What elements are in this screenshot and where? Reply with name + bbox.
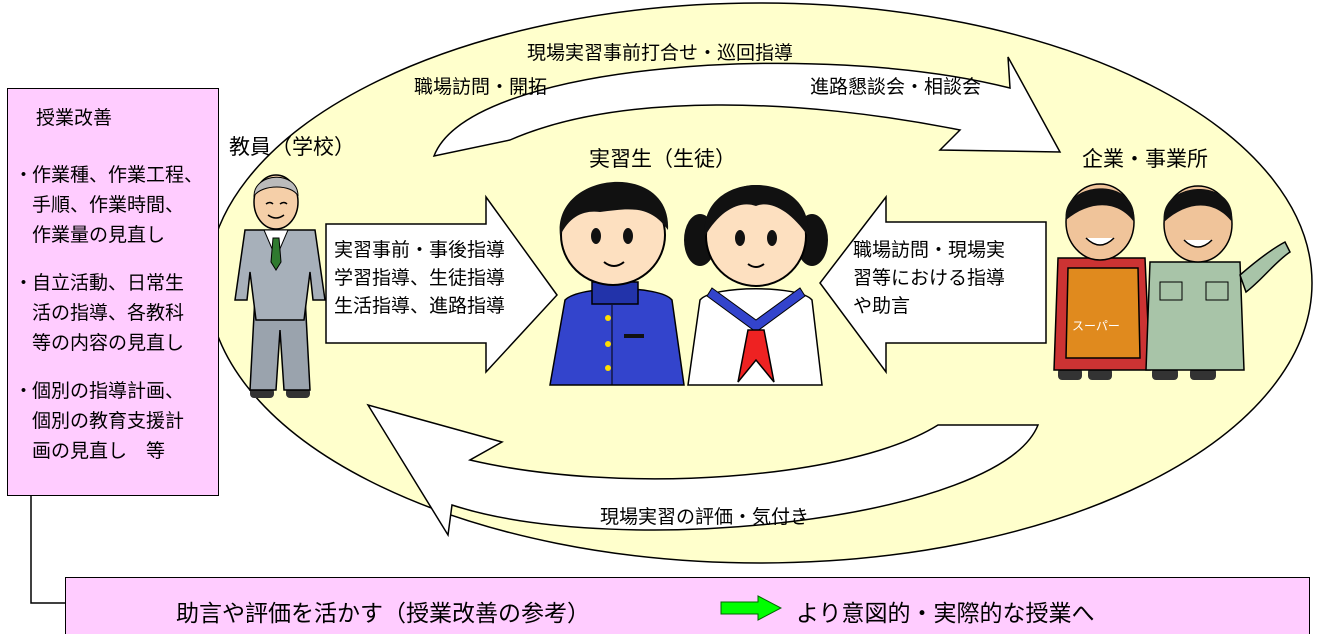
improvement-item: ・ 自立活動、日常生 活の指導、各教科 等の内容の見直し	[14, 268, 218, 358]
improvement-line: 手順、作業時間、	[32, 194, 185, 216]
shop-worker-figure: スーパー	[1053, 183, 1151, 380]
girl-student-figure	[684, 185, 828, 386]
right-arrow-line: 職場訪問・現場実	[853, 239, 1006, 261]
right-block-arrow	[819, 194, 1047, 375]
improvement-line: 個別の教育支援計	[32, 410, 185, 432]
improvement-line: 画の見直し 等	[32, 440, 166, 462]
bullet: ・	[14, 272, 34, 294]
top-arrow-label: 現場実習事前打合せ・巡回指導	[527, 42, 794, 64]
left-arrow-line: 学習指導、生徒指導	[334, 267, 506, 289]
left-arrow-line: 実習事前・事後指導	[334, 239, 506, 261]
boy-student-figure	[549, 181, 685, 386]
top-arrow-right-label: 進路懇談会・相談会	[810, 76, 982, 98]
footer-right-text: より意図的・実際的な授業へ	[796, 601, 1095, 627]
teacher-figure	[234, 174, 326, 398]
left-arrow-line: 生活指導、進路指導	[334, 295, 506, 317]
connector-line	[30, 496, 65, 604]
footer-left-text: 助言や評価を活かす（授業改善の参考）	[176, 601, 590, 627]
bottom-arrow-label: 現場実習の評価・気付き	[600, 506, 810, 528]
top-curved-arrow	[432, 56, 1062, 158]
improvement-line: 作業量の見直し	[32, 224, 166, 246]
improvement-line: 作業種、作業工程、	[32, 164, 204, 186]
factory-worker-figure	[1145, 185, 1291, 380]
green-right-arrow-icon	[720, 595, 782, 621]
apron-text: スーパー	[1072, 319, 1120, 333]
top-arrow-left-label: 職場訪問・開拓	[414, 76, 548, 98]
right-arrow-text: 職場訪問・現場実 習等における指導 や助言	[853, 236, 1005, 320]
bottom-curved-arrow	[366, 403, 1040, 538]
teacher-label: 教員（学校）	[229, 135, 355, 159]
company-label: 企業・事業所	[1082, 147, 1208, 171]
students-label: 実習生（生徒）	[589, 147, 736, 171]
improvement-line: 個別の指導計画、	[32, 380, 185, 402]
improvement-line: 等の内容の見直し	[32, 332, 185, 354]
bullet: ・	[14, 164, 34, 186]
improvement-title: 授業改善	[36, 107, 113, 129]
bullet: ・	[14, 380, 34, 402]
improvement-line: 活の指導、各教科	[32, 302, 185, 324]
improvement-item: ・ 個別の指導計画、 個別の教育支援計 画の見直し 等	[14, 376, 218, 466]
right-arrow-line: や助言	[853, 295, 911, 317]
left-block-arrow	[325, 194, 558, 374]
left-arrow-text: 実習事前・事後指導 学習指導、生徒指導 生活指導、進路指導	[334, 236, 505, 320]
right-arrow-line: 習等における指導	[853, 267, 1006, 289]
improvement-box: 授業改善 ・ 作業種、作業工程、 手順、作業時間、 作業量の見直し ・ 自立活動…	[7, 88, 219, 496]
footer-box: 助言や評価を活かす（授業改善の参考） より意図的・実際的な授業へ	[65, 577, 1310, 634]
improvement-item: ・ 作業種、作業工程、 手順、作業時間、 作業量の見直し	[14, 160, 218, 250]
improvement-line: 自立活動、日常生	[32, 272, 185, 294]
